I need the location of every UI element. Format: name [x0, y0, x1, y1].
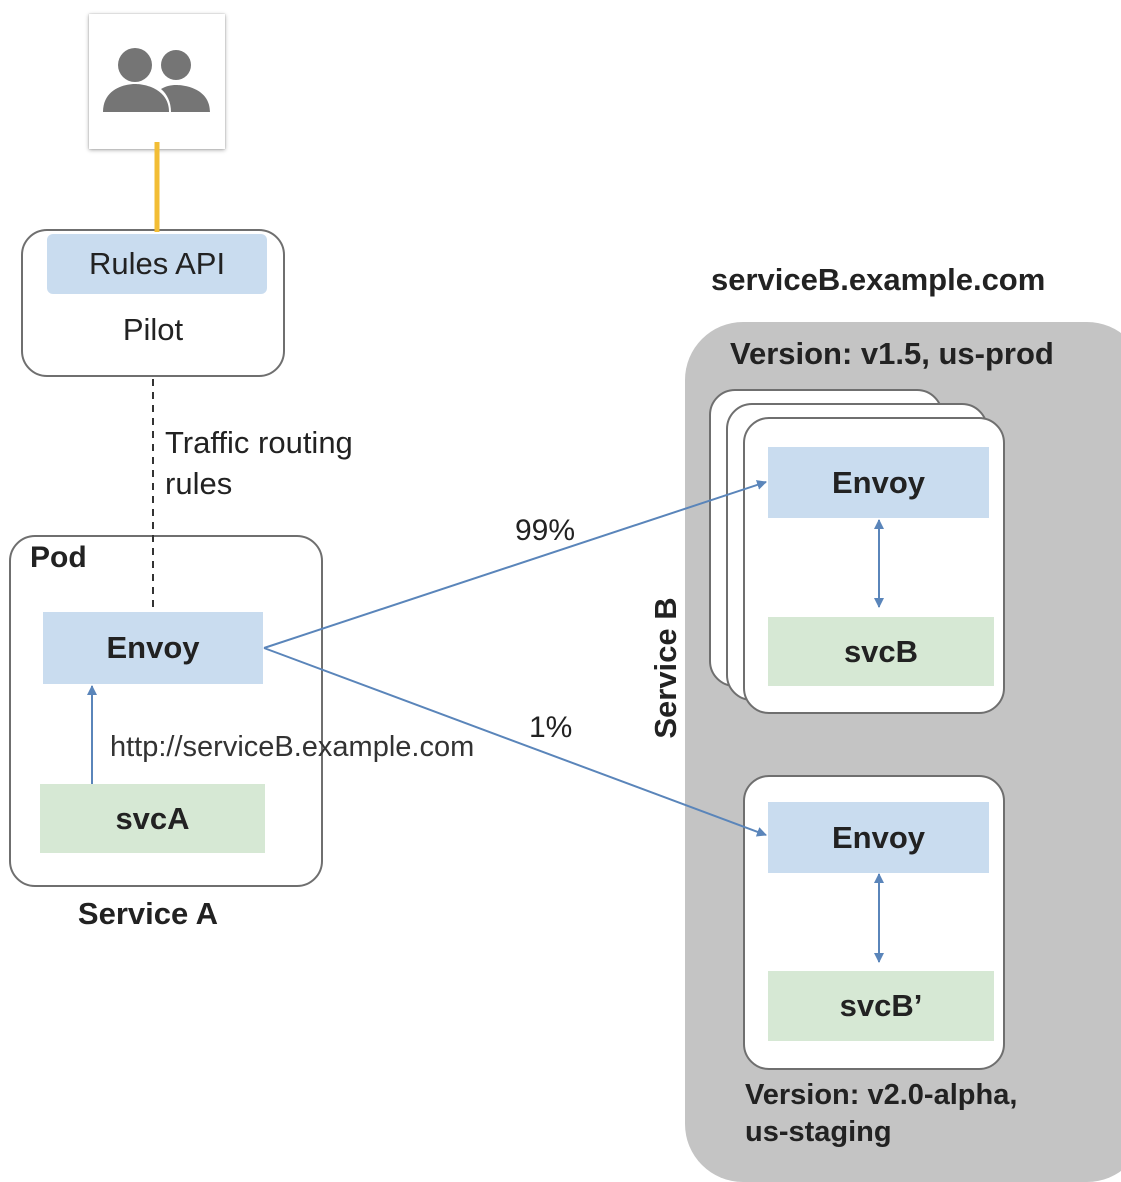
- pilot-label: Pilot: [122, 312, 184, 347]
- connectors-layer: [87, 142, 884, 963]
- svc-a-block: svcA: [40, 784, 265, 853]
- routing-label-line-1: Traffic routing: [165, 425, 353, 460]
- pod-label: Pod: [30, 541, 87, 574]
- version-staging-line-2: us-staging: [745, 1116, 892, 1148]
- version-prod-label: Version: v1.5, us-prod: [730, 336, 1054, 371]
- version-staging-label: Version: v2.0-alpha, us-staging: [745, 1077, 1017, 1151]
- routing-label-line-2: rules: [165, 466, 233, 501]
- svc-b-staging-block: svcB’: [768, 971, 994, 1041]
- envoy-proxy-service-a: Envoy: [43, 612, 263, 684]
- route-99-arrow: [263, 480, 767, 649]
- traffic-split-99-label: 99%: [515, 514, 576, 547]
- users-card: [89, 14, 225, 149]
- group-people-icon: [103, 48, 210, 112]
- service-b-hostname: serviceB.example.com: [711, 262, 1046, 297]
- traffic-split-1-label: 1%: [529, 711, 573, 744]
- request-url-label: http://serviceB.example.com: [110, 731, 475, 763]
- envoy-proxy-service-b-staging: Envoy: [768, 802, 989, 873]
- svc-b-prod-block: svcB: [768, 617, 994, 686]
- route-1-arrow: [263, 647, 767, 837]
- traffic-routing-rules-label: Traffic routing rules: [165, 422, 353, 504]
- service-a-caption: Service A: [77, 896, 219, 931]
- rules-api-block: Rules API: [47, 234, 267, 294]
- envoy-proxy-service-b-prod: Envoy: [768, 447, 989, 518]
- version-staging-line-1: Version: v2.0-alpha,: [745, 1079, 1018, 1111]
